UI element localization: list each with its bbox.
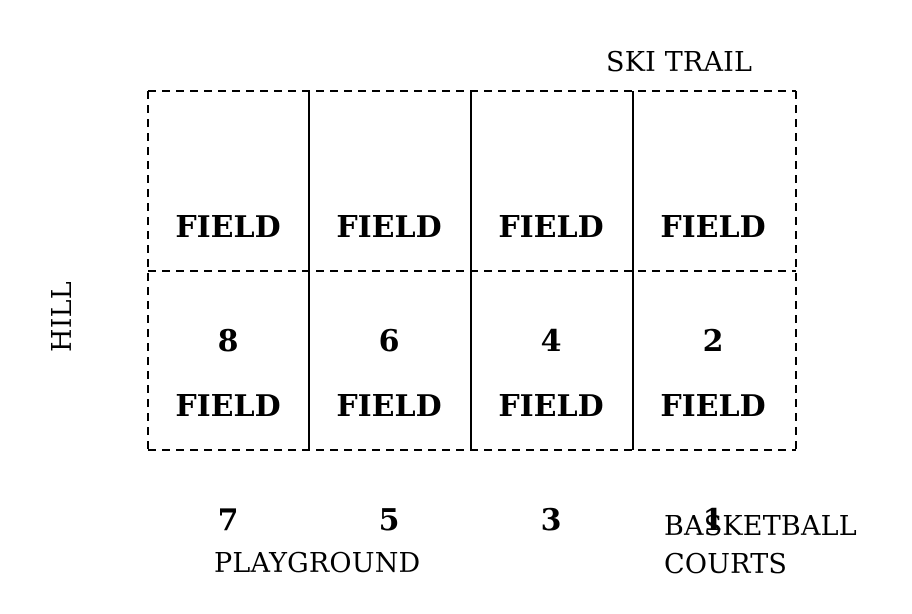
field-8[interactable]: FIELD 8: [148, 133, 308, 399]
field-number: 2: [702, 324, 724, 359]
hill-label: HILL: [47, 281, 78, 352]
field-number: 8: [217, 324, 239, 359]
basketball-courts-line2: COURTS: [664, 549, 788, 580]
field-label: FIELD: [336, 210, 442, 245]
field-label: FIELD: [498, 389, 604, 424]
field-1[interactable]: FIELD 1: [633, 312, 793, 578]
basketball-courts-label: BASKETBALL COURTS: [664, 508, 857, 584]
field-number: 4: [540, 324, 562, 359]
field-number: 3: [540, 503, 562, 538]
basketball-courts-line1: BASKETBALL: [664, 511, 857, 542]
field-label: FIELD: [660, 210, 766, 245]
field-number: 6: [378, 324, 400, 359]
field-label: FIELD: [175, 210, 281, 245]
field-4[interactable]: FIELD 4: [471, 133, 631, 399]
field-label: FIELD: [660, 389, 766, 424]
playground-label: PLAYGROUND: [214, 548, 421, 579]
field-number: 7: [217, 503, 239, 538]
field-number: 5: [378, 503, 400, 538]
field-6[interactable]: FIELD 6: [309, 133, 469, 399]
field-2[interactable]: FIELD 2: [633, 133, 793, 399]
field-7[interactable]: FIELD 7: [148, 312, 308, 578]
field-number: 1: [702, 503, 724, 538]
field-label: FIELD: [175, 389, 281, 424]
field-5[interactable]: FIELD 5: [309, 312, 469, 578]
field-label: FIELD: [498, 210, 604, 245]
field-label: FIELD: [336, 389, 442, 424]
ski-trail-label: SKI TRAIL: [606, 47, 753, 78]
field-3[interactable]: FIELD 3: [471, 312, 631, 578]
